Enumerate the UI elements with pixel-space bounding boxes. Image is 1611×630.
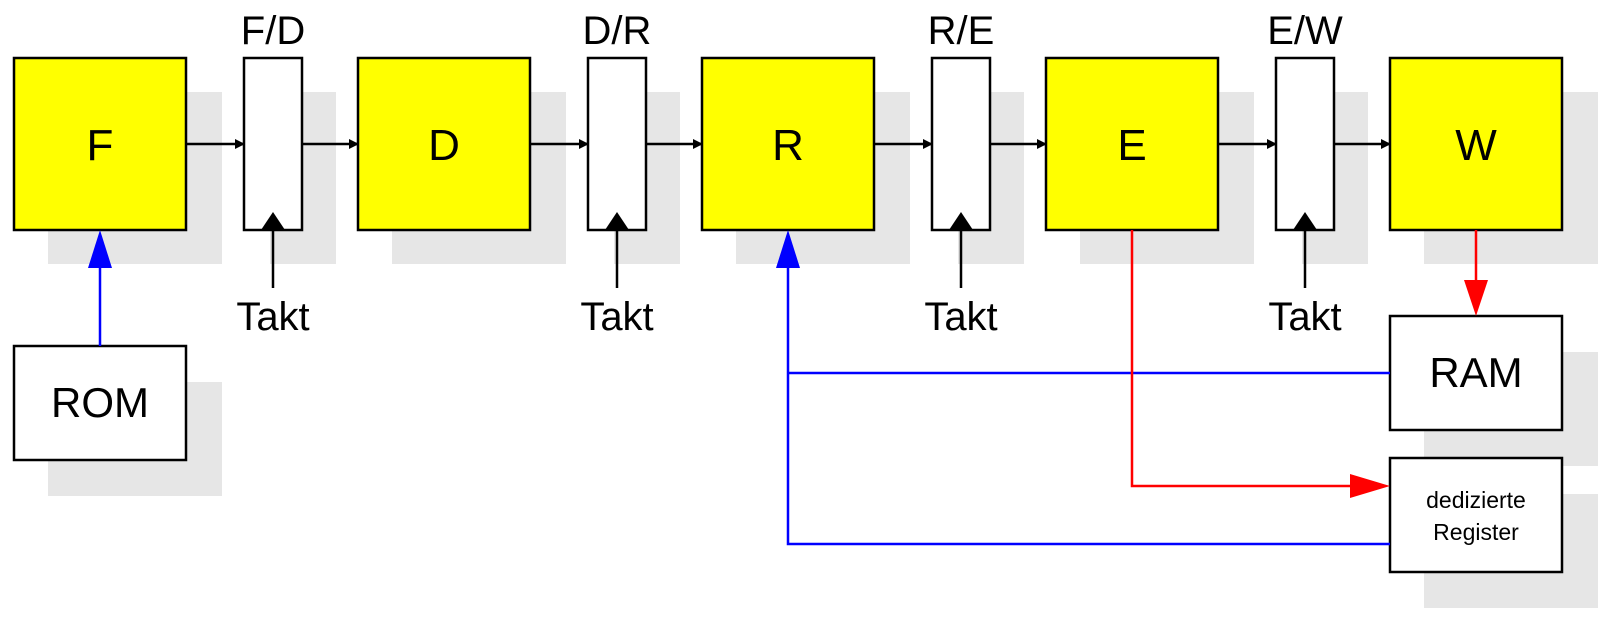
stage-d-box	[356, 56, 532, 232]
register-fd-label: F/D	[241, 9, 305, 53]
register-re-clock-label: Takt	[924, 295, 997, 339]
rom-block: ROM	[12, 344, 188, 462]
ram-label: RAM	[1429, 349, 1522, 396]
dedicated-registers-box	[1388, 456, 1564, 574]
register-re: R/E Takt	[924, 9, 997, 339]
e-to-dedicated-registers-arrowhead	[1350, 474, 1390, 498]
read-paths	[98, 262, 1390, 546]
register-fd-clock-edge	[261, 212, 285, 230]
register-dr-label: D/R	[583, 9, 652, 53]
register-fd-clock-label: Takt	[236, 295, 309, 339]
register-dr-clock-edge	[605, 212, 629, 230]
register-fd: F/D Takt	[236, 9, 309, 339]
write-paths	[1130, 230, 1478, 488]
dedicated-registers-to-r-line	[786, 262, 1390, 546]
stage-d-label: D	[428, 121, 460, 170]
stage-e: E	[1044, 56, 1220, 232]
stage-e-label: E	[1117, 121, 1146, 170]
register-dr-clock-label: Takt	[580, 295, 653, 339]
register-ew-clock-label: Takt	[1268, 295, 1341, 339]
register-re-label: R/E	[928, 9, 995, 53]
stage-r: R	[700, 56, 876, 232]
register-dr-box	[586, 56, 648, 232]
register-ew-box	[1274, 56, 1336, 232]
stage-w: W	[1388, 56, 1564, 232]
stage-e-box	[1044, 56, 1220, 232]
dedicated-registers-line2: Register	[1433, 519, 1519, 545]
to-r-arrowhead	[776, 230, 800, 268]
register-re-clock-edge	[949, 212, 973, 230]
stage-d: D	[356, 56, 532, 232]
e-to-dedicated-registers-line	[1130, 230, 1352, 488]
stage-f-box	[12, 56, 188, 232]
register-dr: D/R Takt	[580, 9, 653, 339]
rom-box	[12, 344, 188, 462]
register-re-box	[930, 56, 992, 232]
stage-f: F	[12, 56, 188, 232]
ram-box	[1388, 314, 1564, 432]
stage-r-box	[700, 56, 876, 232]
register-ew: E/W Takt	[1267, 9, 1343, 339]
dedicated-registers-line1: dedizierte	[1426, 487, 1526, 513]
ram-block: RAM	[1388, 314, 1564, 432]
dedicated-registers-block: dedizierte Register	[1388, 456, 1564, 574]
rom-label: ROM	[51, 379, 149, 426]
stage-w-label: W	[1455, 121, 1497, 170]
stage-f-label: F	[87, 121, 114, 170]
w-to-ram-arrowhead	[1464, 280, 1488, 316]
register-fd-box	[242, 56, 304, 232]
register-ew-clock-edge	[1293, 212, 1317, 230]
register-ew-label: E/W	[1267, 9, 1343, 53]
rom-to-fetch-arrowhead	[88, 230, 112, 268]
stage-w-box	[1388, 56, 1564, 232]
stage-r-label: R	[772, 121, 804, 170]
